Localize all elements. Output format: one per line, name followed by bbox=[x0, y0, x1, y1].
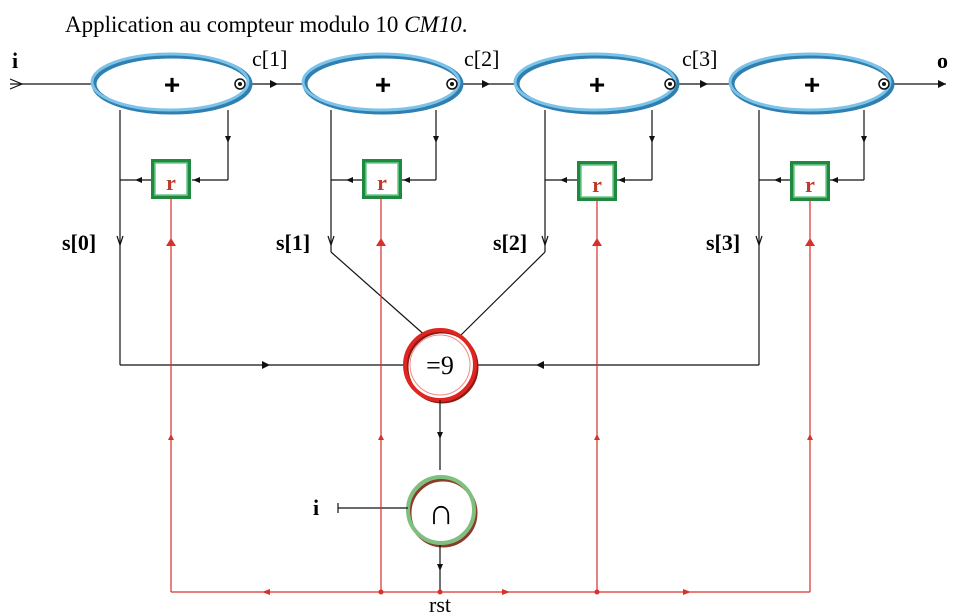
reset-label: rst bbox=[429, 592, 451, 616]
adder-0: + bbox=[90, 52, 253, 115]
compare-equals-nine: =9 bbox=[403, 328, 479, 404]
state-label-2: s[2] bbox=[493, 230, 527, 255]
adder-2: + bbox=[513, 52, 680, 115]
output-label: o bbox=[937, 48, 948, 73]
adder-3: + bbox=[728, 52, 895, 115]
svg-text:r: r bbox=[377, 170, 387, 195]
carry-arrow-icon-1 bbox=[270, 80, 278, 88]
and-gate: ∩ bbox=[406, 475, 478, 548]
svg-text:+: + bbox=[804, 69, 820, 100]
state-label-3: s[3] bbox=[706, 230, 740, 255]
input-arrow-icon bbox=[9, 78, 24, 90]
register-0: r bbox=[151, 159, 191, 199]
stage-3-feedback bbox=[755, 110, 867, 365]
svg-text:r: r bbox=[805, 172, 815, 197]
carry-label-3: c[3] bbox=[682, 46, 717, 71]
carry-label-2: c[2] bbox=[464, 46, 499, 71]
carry-arrow-icon-3 bbox=[700, 80, 708, 88]
stage-1-feedback bbox=[327, 110, 439, 339]
adder-1: + bbox=[301, 52, 464, 115]
svg-text:+: + bbox=[164, 69, 180, 100]
compare-input-wires bbox=[120, 361, 759, 369]
svg-text:+: + bbox=[589, 69, 605, 100]
carry-arrow-icon-2 bbox=[482, 80, 490, 88]
register-1: r bbox=[362, 159, 402, 199]
svg-text:=9: =9 bbox=[426, 351, 454, 380]
reset-network bbox=[166, 197, 815, 595]
state-label-1: s[1] bbox=[276, 230, 310, 255]
stage-2-feedback bbox=[459, 110, 655, 337]
svg-text:r: r bbox=[592, 172, 602, 197]
and-input-label: i bbox=[313, 495, 319, 520]
svg-text:+: + bbox=[375, 69, 391, 100]
register-2: r bbox=[577, 161, 617, 201]
carry-label-1: c[1] bbox=[252, 46, 287, 71]
output-arrow-icon bbox=[938, 80, 946, 88]
svg-text:∩: ∩ bbox=[428, 492, 454, 532]
state-label-0: s[0] bbox=[62, 230, 96, 255]
stage-0-feedback bbox=[116, 110, 231, 365]
diagram-title: Application au compteur modulo 10 CM10. bbox=[65, 12, 467, 37]
svg-text:r: r bbox=[166, 170, 176, 195]
input-label: i bbox=[12, 48, 18, 73]
register-3: r bbox=[790, 161, 830, 201]
